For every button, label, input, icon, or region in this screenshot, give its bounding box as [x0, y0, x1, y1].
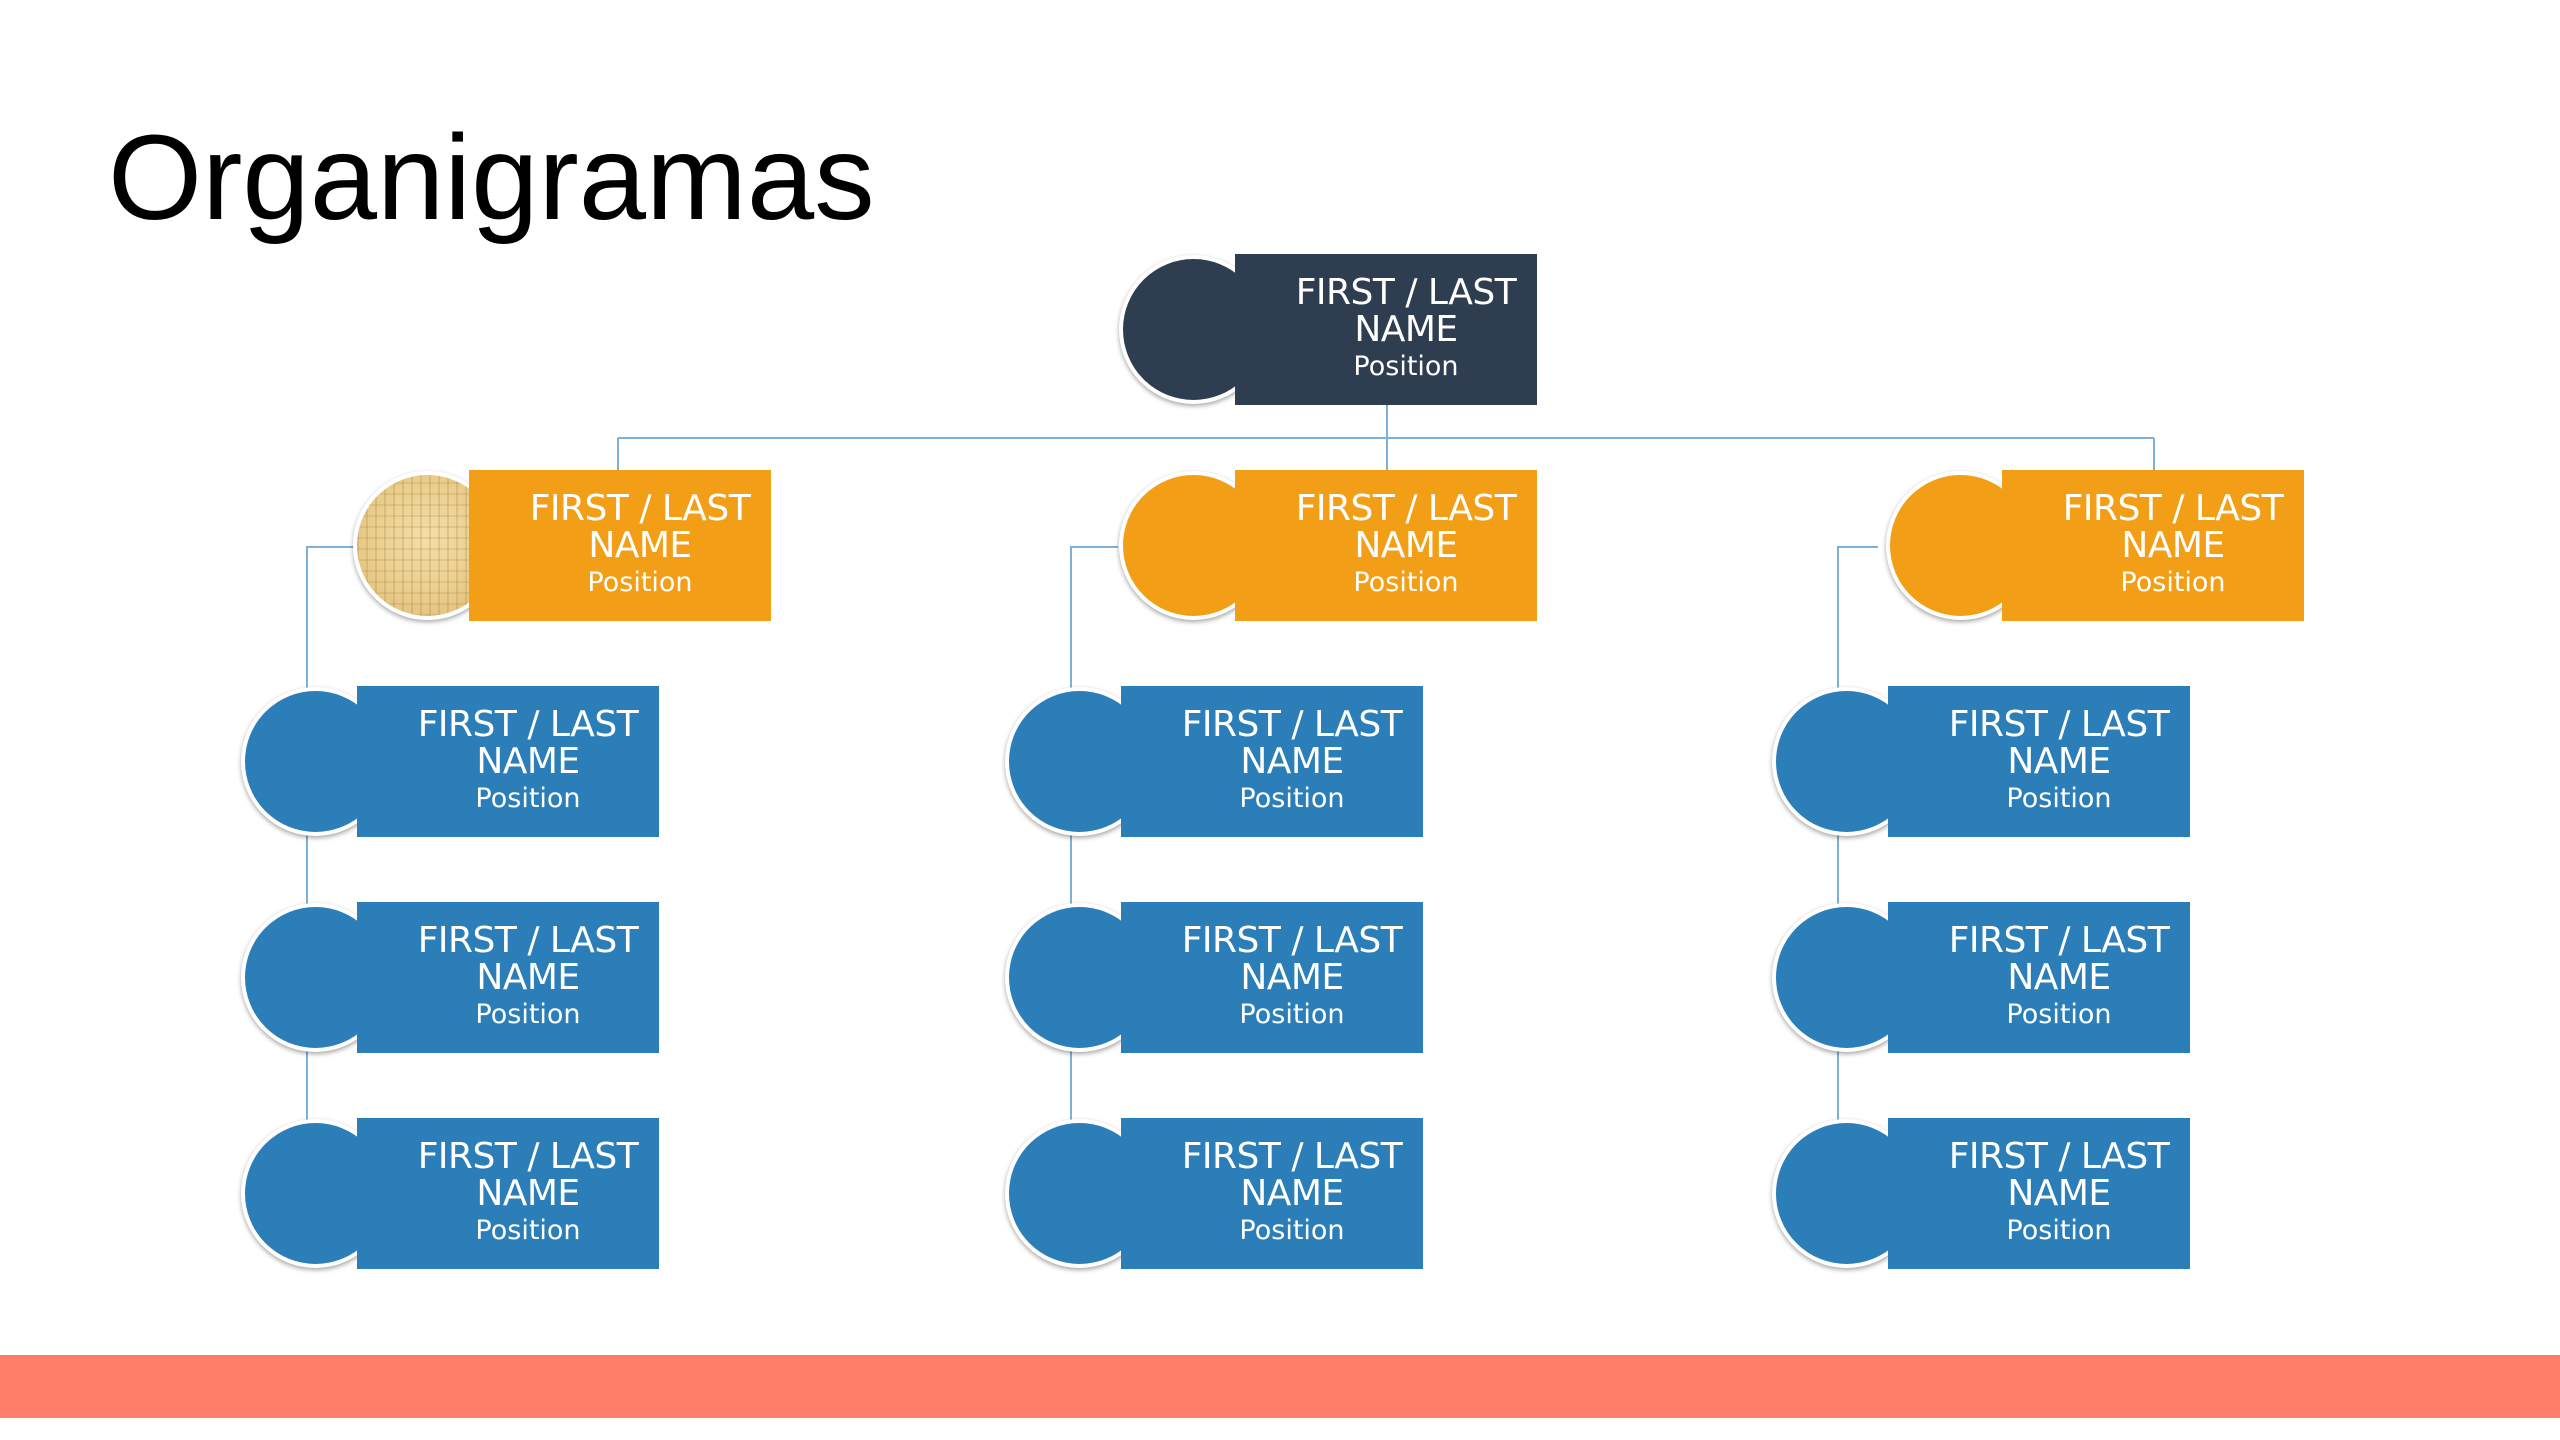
- node-label-box: FIRST / LAST NAME Position: [1888, 902, 2190, 1053]
- org-node-team-1-member-3[interactable]: FIRST / LAST NAME Position: [235, 1118, 659, 1269]
- node-name: FIRST / LAST NAME: [1948, 919, 2170, 998]
- org-node-team-2-member-1[interactable]: FIRST / LAST NAME Position: [999, 686, 1423, 837]
- node-name: FIRST / LAST NAME: [1948, 1135, 2170, 1214]
- node-position: Position: [1239, 998, 1345, 1030]
- node-label-box: FIRST / LAST NAME Position: [1235, 254, 1537, 405]
- org-node-manager-1[interactable]: FIRST / LAST NAME Position: [347, 470, 771, 621]
- bottom-accent-bar: [0, 1355, 2560, 1418]
- org-node-team-1-member-1[interactable]: FIRST / LAST NAME Position: [235, 686, 659, 837]
- node-name: FIRST / LAST NAME: [529, 487, 751, 566]
- node-name: FIRST / LAST NAME: [1181, 703, 1403, 782]
- org-node-team-3-member-1[interactable]: FIRST / LAST NAME Position: [1766, 686, 2190, 837]
- node-label-box: FIRST / LAST NAME Position: [357, 902, 659, 1053]
- node-position: Position: [1239, 782, 1345, 814]
- node-label-box: FIRST / LAST NAME Position: [2002, 470, 2304, 621]
- node-name: FIRST / LAST NAME: [417, 1135, 639, 1214]
- org-node-team-2-member-3[interactable]: FIRST / LAST NAME Position: [999, 1118, 1423, 1269]
- node-position: Position: [2120, 566, 2226, 598]
- node-name: FIRST / LAST NAME: [417, 919, 639, 998]
- org-node-team-3-member-3[interactable]: FIRST / LAST NAME Position: [1766, 1118, 2190, 1269]
- node-name: FIRST / LAST NAME: [1948, 703, 2170, 782]
- connector-team-2: [1070, 546, 1118, 1200]
- node-label-box: FIRST / LAST NAME Position: [1888, 686, 2190, 837]
- node-label-box: FIRST / LAST NAME Position: [1235, 470, 1537, 621]
- node-position: Position: [2006, 1214, 2112, 1246]
- node-position: Position: [587, 566, 693, 598]
- org-node-team-3-member-2[interactable]: FIRST / LAST NAME Position: [1766, 902, 2190, 1053]
- org-node-team-1-member-2[interactable]: FIRST / LAST NAME Position: [235, 902, 659, 1053]
- node-position: Position: [1239, 1214, 1345, 1246]
- node-position: Position: [2006, 998, 2112, 1030]
- node-name: FIRST / LAST NAME: [1181, 919, 1403, 998]
- node-label-box: FIRST / LAST NAME Position: [1121, 1118, 1423, 1269]
- node-name: FIRST / LAST NAME: [2062, 487, 2284, 566]
- node-label-box: FIRST / LAST NAME Position: [469, 470, 771, 621]
- node-label-box: FIRST / LAST NAME Position: [1121, 902, 1423, 1053]
- node-label-box: FIRST / LAST NAME Position: [1121, 686, 1423, 837]
- node-name: FIRST / LAST NAME: [1181, 1135, 1403, 1214]
- slide-title: Organigramas: [108, 109, 875, 245]
- node-position: Position: [475, 1214, 581, 1246]
- node-position: Position: [1353, 566, 1459, 598]
- node-position: Position: [475, 998, 581, 1030]
- org-node-team-2-member-2[interactable]: FIRST / LAST NAME Position: [999, 902, 1423, 1053]
- node-name: FIRST / LAST NAME: [417, 703, 639, 782]
- org-node-manager-3[interactable]: FIRST / LAST NAME Position: [1880, 470, 2304, 621]
- node-label-box: FIRST / LAST NAME Position: [357, 1118, 659, 1269]
- node-label-box: FIRST / LAST NAME Position: [1888, 1118, 2190, 1269]
- node-position: Position: [2006, 782, 2112, 814]
- node-name: FIRST / LAST NAME: [1295, 487, 1517, 566]
- org-node-top[interactable]: FIRST / LAST NAME Position: [1113, 254, 1537, 405]
- node-label-box: FIRST / LAST NAME Position: [357, 686, 659, 837]
- connector-team-1: [306, 546, 358, 1200]
- node-position: Position: [1353, 350, 1459, 382]
- node-name: FIRST / LAST NAME: [1295, 271, 1517, 350]
- node-position: Position: [475, 782, 581, 814]
- org-node-manager-2[interactable]: FIRST / LAST NAME Position: [1113, 470, 1537, 621]
- connector-team-3: [1837, 546, 1878, 1200]
